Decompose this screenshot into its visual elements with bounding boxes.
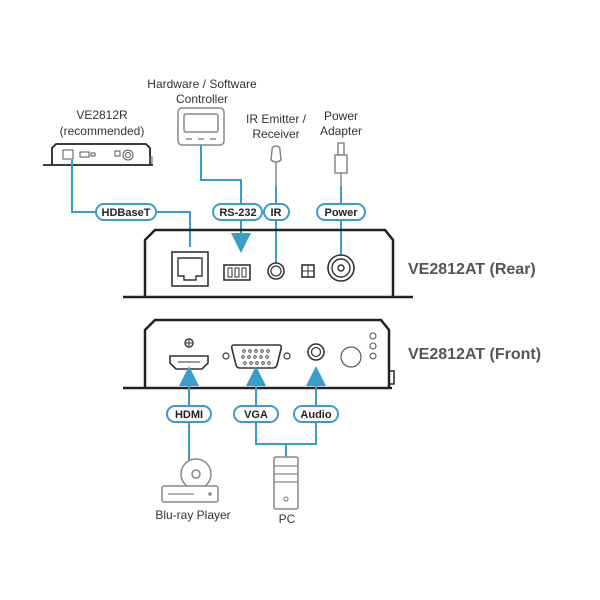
receiver-device: [43, 143, 153, 166]
rs232-terminal-icon: [223, 264, 251, 281]
svg-text:VGA: VGA: [244, 409, 268, 421]
screw-icon: [184, 338, 194, 348]
ir-sensor-icon: [340, 346, 362, 368]
controller-label-line2: Controller: [176, 92, 228, 106]
hdmi-tag: HDMI: [166, 405, 212, 423]
ir-emitter-icon: [270, 145, 282, 186]
receiver-rj45-port-icon: [62, 149, 74, 160]
rj45-port-icon: [171, 251, 209, 287]
rs232-cable: [200, 145, 251, 253]
ir-label-line2: Receiver: [252, 127, 299, 141]
audio-jack-icon: [307, 343, 325, 361]
ir-jack-icon: [267, 262, 285, 280]
controller-icon: [177, 107, 225, 146]
pc-tower-icon: [273, 456, 299, 510]
vga-tag: VGA: [233, 405, 279, 423]
power-label-line2: Adapter: [320, 124, 362, 138]
receiver-note: (recommended): [60, 124, 145, 138]
svg-text:IR: IR: [271, 207, 282, 219]
power-label-line1: Power: [324, 109, 358, 123]
bluray-player-icon: [161, 458, 219, 503]
power-tag: Power: [316, 203, 366, 221]
ir-tag: IR: [263, 203, 290, 221]
rs232-tag: RS-232: [212, 203, 263, 221]
svg-text:Power: Power: [324, 207, 358, 219]
rear-panel-title: VE2812AT (Rear): [408, 261, 536, 278]
power-jack-icon: [327, 254, 355, 282]
bluray-player-label: Blu-ray Player: [155, 508, 230, 522]
dip-switch-icon: [301, 264, 315, 278]
svg-text:HDMI: HDMI: [175, 409, 203, 421]
receiver-name: VE2812R: [76, 108, 128, 122]
front-panel-title: VE2812AT (Front): [408, 346, 541, 363]
audio-tag: Audio: [293, 405, 339, 423]
svg-text:HDBaseT: HDBaseT: [102, 207, 151, 219]
ir-label-line1: IR Emitter /: [246, 112, 307, 126]
svg-text:RS-232: RS-232: [219, 207, 256, 219]
svg-text:Audio: Audio: [300, 409, 331, 421]
power-adapter-icon: [334, 142, 348, 186]
pc-label: PC: [279, 512, 296, 526]
hdbaset-tag: HDBaseT: [95, 203, 157, 221]
vga-port-icon: [230, 344, 283, 369]
front-panel: [123, 318, 395, 390]
controller-label-line1: Hardware / Software: [147, 77, 257, 91]
led-indicators-icon: [369, 332, 377, 360]
rear-panel: [123, 228, 413, 299]
